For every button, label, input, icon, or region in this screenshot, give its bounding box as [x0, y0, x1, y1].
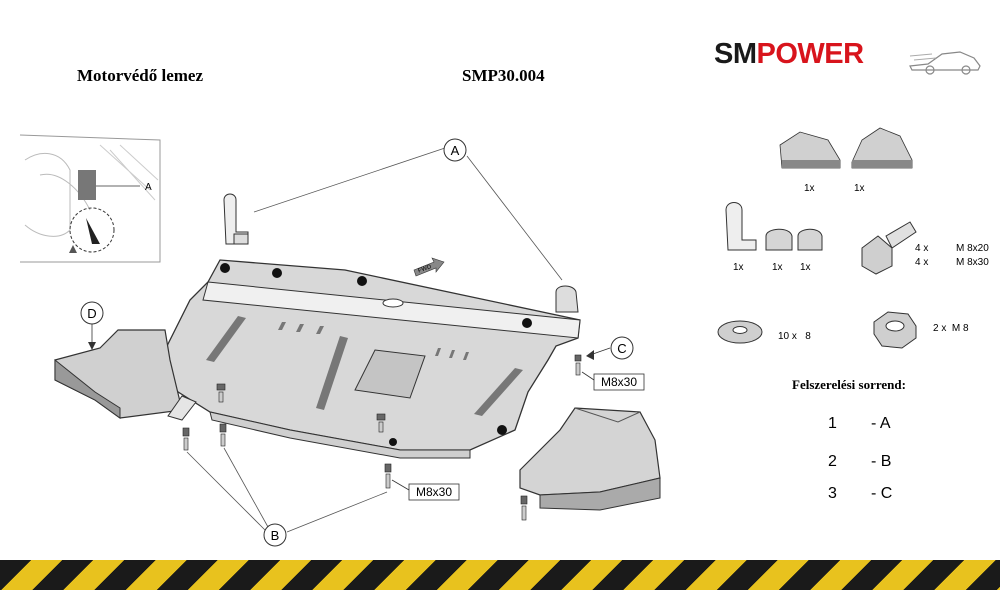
skid-plate: FWD [159, 257, 581, 459]
step-3-label: - C [871, 485, 893, 502]
step-1-label: - A [871, 415, 891, 432]
callout-b: B [271, 528, 280, 543]
product-code: SMP30.004 [462, 66, 545, 85]
part-hook [725, 202, 757, 251]
bolt-size-1: M 8x20 [956, 243, 989, 254]
callout-c: C [617, 341, 626, 356]
car-silhouette-icon [909, 51, 981, 75]
step-2-number: 2 [828, 453, 837, 470]
bolt-qty-2: 4 x [915, 257, 929, 268]
part-clip-2 [797, 228, 823, 251]
brand-logo: SMPOWER [714, 38, 864, 71]
bolt-icon [861, 221, 917, 275]
washer-icon [717, 320, 763, 344]
part-clip-1 [765, 228, 793, 251]
brand-logo-sm: SM [714, 38, 757, 70]
part-bracket-left [779, 131, 841, 169]
brand-logo-power: POWER [756, 38, 865, 70]
inset-detail: A [19, 134, 161, 263]
fwd-label: FWD [417, 264, 433, 275]
hazard-stripe [0, 560, 1000, 590]
washer-label: 10 x 8 [778, 331, 811, 342]
bracket-right-qty: 1x [854, 183, 865, 194]
step-2-label: - B [871, 453, 892, 470]
bolt-size-2: M 8x30 [956, 257, 989, 268]
product-name: Motorvédő lemez [77, 66, 204, 85]
nut-label: 2 x M 8 [933, 323, 969, 334]
assembly-title: Felszerelési sorrend: [792, 377, 906, 392]
clip2-qty: 1x [800, 262, 811, 273]
step-1-number: 1 [828, 415, 837, 432]
part-bracket-right [851, 127, 913, 169]
bolt-label-bottom: M8x30 [416, 485, 452, 499]
callout-a: A [451, 143, 460, 158]
nut-icon [873, 311, 917, 349]
bracket-left-qty: 1x [804, 183, 815, 194]
bolt-label-right: M8x30 [601, 375, 637, 389]
bolt-qty-1: 4 x [915, 243, 929, 254]
exploded-diagram: A FWD [19, 127, 917, 547]
step-3-number: 3 [828, 485, 837, 502]
inset-callout-a: A [145, 182, 152, 193]
clip1-qty: 1x [772, 262, 783, 273]
callout-d: D [87, 306, 96, 321]
hook-qty: 1x [733, 262, 744, 273]
